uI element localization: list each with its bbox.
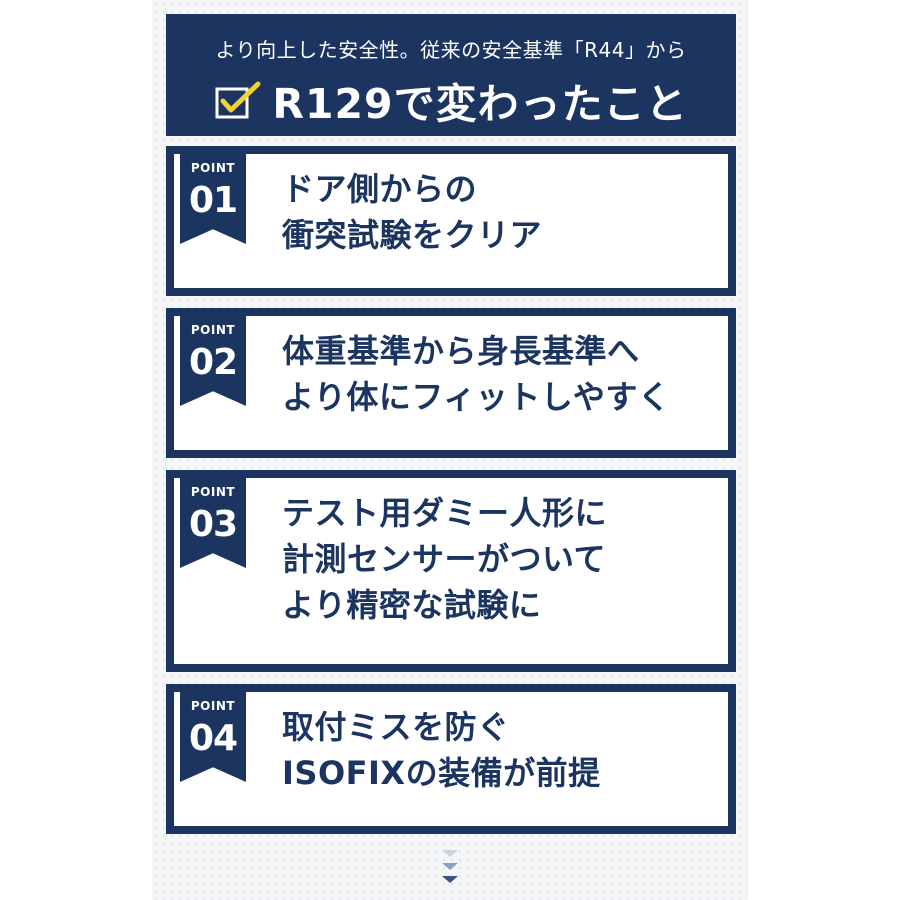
point-number: 04 (188, 718, 238, 759)
point-description: ドア側からの 衝突試験をクリア (282, 166, 722, 258)
header-banner: より向上した安全性。従来の安全基準「R44」から R129で変わったこと (166, 14, 736, 136)
point-card-1: POINT 01 ドア側からの 衝突試験をクリア (166, 146, 736, 296)
point-label: POINT (190, 323, 236, 337)
point-line: ISOFIXの装備が前提 (282, 754, 601, 792)
point-number: 01 (188, 180, 238, 221)
point-line: より精密な試験に (282, 586, 542, 624)
point-number: 02 (188, 342, 238, 383)
point-card-4: POINT 04 取付ミスを防ぐ ISOFIXの装備が前提 (166, 684, 736, 834)
point-card-3: POINT 03 テスト用ダミー人形に 計測センサーがついて より精密な試験に (166, 470, 736, 672)
point-ribbon: POINT 01 (180, 152, 246, 244)
point-ribbon: POINT 02 (180, 314, 246, 406)
point-line: テスト用ダミー人形に (282, 494, 608, 532)
point-label: POINT (190, 485, 236, 499)
point-line: ドア側からの (282, 170, 478, 208)
point-line: 取付ミスを防ぐ (282, 708, 510, 746)
header-title-row: R129で変わったこと (166, 72, 736, 128)
point-line: より体にフィットしやすく (282, 378, 671, 416)
point-card-body: POINT 03 テスト用ダミー人形に 計測センサーがついて より精密な試験に (174, 476, 728, 664)
point-card-body: POINT 01 ドア側からの 衝突試験をクリア (174, 152, 728, 288)
point-ribbon: POINT 04 (180, 690, 246, 782)
point-ribbon: POINT 03 (180, 476, 246, 568)
checkbox-icon (215, 81, 261, 119)
header-subtitle: より向上した安全性。従来の安全基準「R44」から (215, 38, 687, 62)
point-card-body: POINT 02 体重基準から身長基準へ より体にフィットしやすく (174, 314, 728, 450)
point-line: 体重基準から身長基準へ (282, 332, 640, 370)
point-description: テスト用ダミー人形に 計測センサーがついて より精密な試験に (282, 490, 722, 628)
point-number: 03 (188, 504, 238, 545)
point-card-body: POINT 04 取付ミスを防ぐ ISOFIXの装備が前提 (174, 690, 728, 826)
point-label: POINT (190, 161, 236, 175)
triple-chevron-down-icon (442, 850, 458, 883)
header-title: R129で変わったこと (272, 80, 688, 128)
point-line: 計測センサーがついて (282, 540, 607, 578)
point-card-2: POINT 02 体重基準から身長基準へ より体にフィットしやすく (166, 308, 736, 458)
point-line: 衝突試験をクリア (282, 216, 543, 254)
point-description: 体重基準から身長基準へ より体にフィットしやすく (282, 328, 722, 420)
point-label: POINT (190, 699, 236, 713)
point-description: 取付ミスを防ぐ ISOFIXの装備が前提 (282, 704, 722, 796)
